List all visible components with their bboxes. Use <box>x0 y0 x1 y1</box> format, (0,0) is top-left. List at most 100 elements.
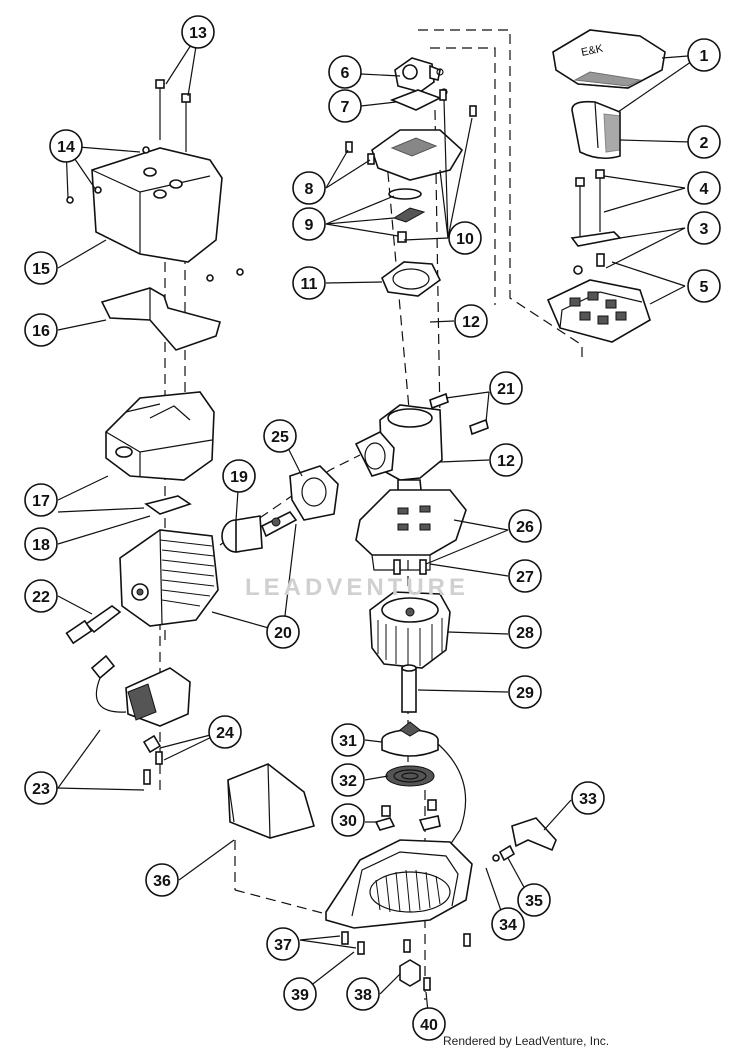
svg-text:6: 6 <box>341 65 350 82</box>
svg-text:32: 32 <box>339 773 357 790</box>
svg-text:34: 34 <box>499 917 517 934</box>
svg-text:22: 22 <box>32 589 50 606</box>
svg-text:10: 10 <box>456 231 474 248</box>
cylinder <box>119 529 219 627</box>
callout-15: 15 <box>24 251 58 285</box>
callout-bubbles: 1 2 3 4 5 6 7 8 9 10 11 12 12 13 14 15 1… <box>24 15 721 1041</box>
cover-screws <box>155 79 191 152</box>
callout-40: 40 <box>412 1007 446 1041</box>
svg-text:21: 21 <box>497 381 515 398</box>
svg-text:3: 3 <box>700 221 709 238</box>
callout-6: 6 <box>328 55 362 89</box>
svg-text:17: 17 <box>32 493 50 510</box>
cylinder-base-gasket <box>289 465 339 521</box>
callout-16: 16 <box>24 313 58 347</box>
callout-2: 2 <box>687 125 721 159</box>
svg-text:37: 37 <box>274 937 292 954</box>
spark-plug <box>65 605 122 645</box>
carburetor <box>389 57 448 111</box>
svg-text:29: 29 <box>516 685 534 702</box>
svg-text:25: 25 <box>271 429 289 446</box>
credit-text: Rendered by LeadVenture, Inc. <box>443 1034 610 1048</box>
callout-32: 32 <box>331 763 365 797</box>
foam-filter-element <box>571 100 621 160</box>
svg-text:7: 7 <box>341 99 350 116</box>
callout-33: 33 <box>571 781 605 815</box>
callout-7: 7 <box>328 89 362 123</box>
crankcase-screws <box>429 392 489 436</box>
callout-13: 13 <box>181 15 215 49</box>
intake-manifold <box>345 89 477 181</box>
callout-14: 14 <box>49 129 83 163</box>
callout-23: 23 <box>24 771 58 805</box>
svg-text:4: 4 <box>700 181 709 198</box>
callout-9: 9 <box>292 207 326 241</box>
callout-8: 8 <box>292 171 326 205</box>
ignition-coil <box>90 654 191 785</box>
engine-top-cover <box>66 146 244 282</box>
callout-19: 19 <box>222 459 256 493</box>
starter-pawls <box>374 799 441 831</box>
callout-3: 3 <box>687 211 721 245</box>
callout-12-upper: 12 <box>454 304 488 338</box>
callout-29: 29 <box>508 675 542 709</box>
piston <box>221 510 298 553</box>
callout-35: 35 <box>517 883 551 917</box>
svg-text:35: 35 <box>525 893 543 910</box>
watermark-text: LEADVENTURE <box>245 574 470 601</box>
callout-18: 18 <box>24 527 58 561</box>
callout-24: 24 <box>208 715 242 749</box>
intake-gaskets <box>388 188 426 243</box>
svg-text:5: 5 <box>700 279 709 296</box>
engine-housing-plate <box>355 489 467 575</box>
svg-text:38: 38 <box>354 987 372 1004</box>
callout-5: 5 <box>687 269 721 303</box>
callout-10: 10 <box>448 221 482 255</box>
callout-25: 25 <box>263 419 297 453</box>
drive-shaft <box>401 664 417 713</box>
callout-12-lower: 12 <box>489 443 523 477</box>
svg-text:8: 8 <box>305 181 314 198</box>
callout-30: 30 <box>331 803 365 837</box>
svg-text:31: 31 <box>339 733 357 750</box>
svg-text:27: 27 <box>516 569 534 586</box>
svg-text:19: 19 <box>230 469 248 486</box>
svg-text:36: 36 <box>153 873 171 890</box>
svg-text:28: 28 <box>516 625 534 642</box>
callout-26: 26 <box>508 509 542 543</box>
callout-4: 4 <box>687 171 721 205</box>
svg-text:1: 1 <box>700 48 709 65</box>
callout-28: 28 <box>508 615 542 649</box>
svg-text:24: 24 <box>216 725 234 742</box>
svg-text:9: 9 <box>305 217 314 234</box>
svg-text:12: 12 <box>462 314 480 331</box>
svg-text:14: 14 <box>57 139 75 156</box>
starter-rope <box>437 743 467 861</box>
callout-22: 22 <box>24 579 58 613</box>
air-filter-cover: E&K <box>552 29 666 89</box>
callout-34: 34 <box>491 907 525 941</box>
starter-handle <box>492 817 557 862</box>
starter-pulley <box>381 721 439 757</box>
crankcase <box>354 404 443 529</box>
recoil-spring <box>385 765 435 787</box>
svg-text:23: 23 <box>32 781 50 798</box>
housing-screws <box>341 931 471 991</box>
muffler <box>105 391 215 481</box>
svg-text:20: 20 <box>274 625 292 642</box>
callout-20: 20 <box>266 615 300 649</box>
svg-text:2: 2 <box>700 135 709 152</box>
callout-37: 37 <box>266 927 300 961</box>
callout-21: 21 <box>489 371 523 405</box>
flywheel <box>369 591 451 669</box>
svg-text:16: 16 <box>32 323 50 340</box>
starter-shield <box>227 763 315 839</box>
svg-text:26: 26 <box>516 519 534 536</box>
air-filter-screws <box>570 169 622 275</box>
callout-1: 1 <box>687 38 721 72</box>
callout-36: 36 <box>145 863 179 897</box>
muffler-gasket <box>144 495 192 515</box>
recoil-starter-housing <box>325 839 473 929</box>
callout-27: 27 <box>508 559 542 593</box>
